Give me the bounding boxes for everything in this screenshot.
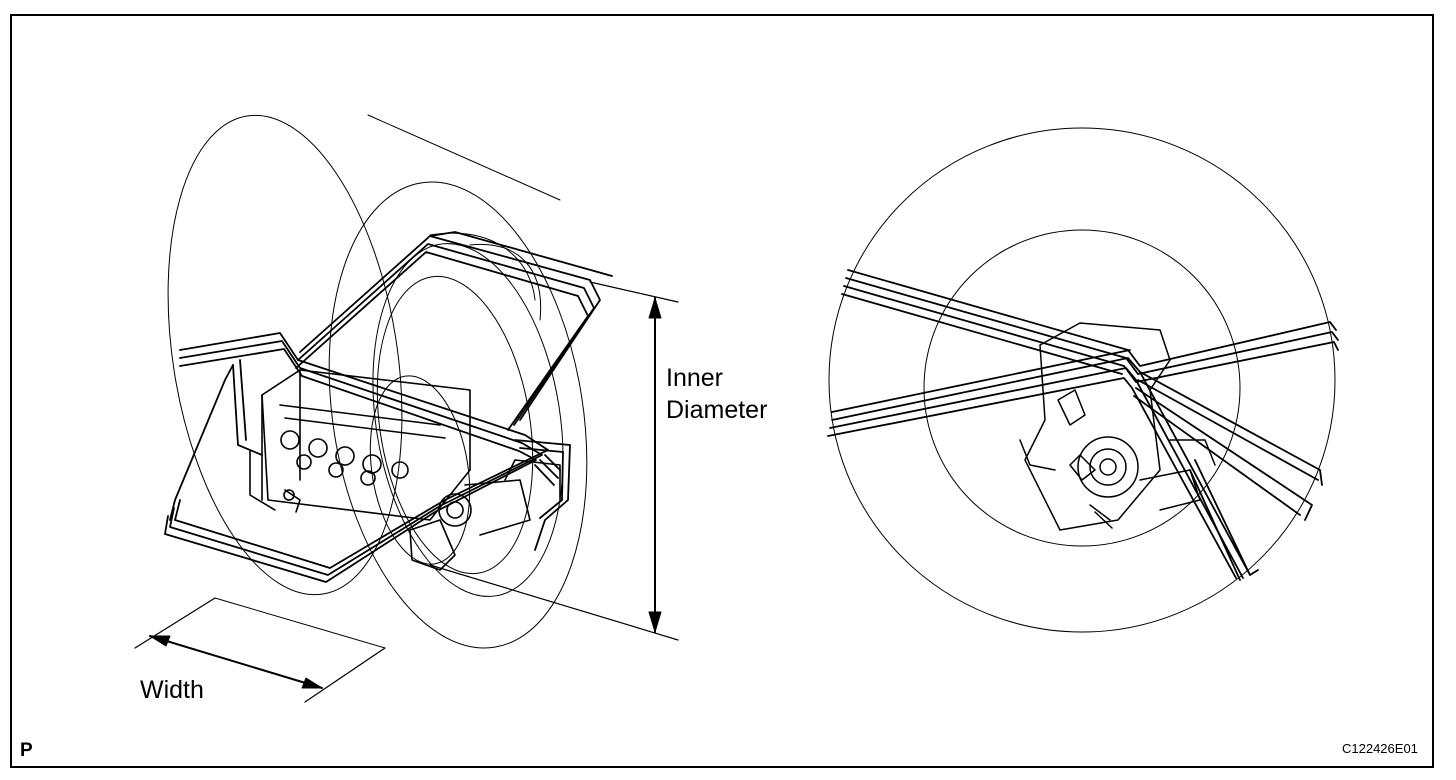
- left-tire-bead-ring: [376, 275, 534, 575]
- inner-diameter-arrow-top: [648, 297, 662, 319]
- view-marker: P: [20, 740, 33, 761]
- inner-diameter-arrow-bottom: [648, 611, 662, 633]
- inner-diameter-label-line2: Diameter: [666, 396, 768, 424]
- width-arrow-line: [149, 635, 323, 689]
- right-hub-assembly: [1019, 322, 1216, 531]
- inner-diameter-label: Inner Diameter: [666, 362, 767, 426]
- left-tire-back-sidewall: [167, 114, 403, 596]
- right-wire-gauge: [827, 269, 1339, 581]
- left-tire-view: [134, 114, 679, 703]
- left-tire-rim-ring: [369, 375, 471, 565]
- left-tire-front-sidewall: [328, 181, 588, 649]
- right-tire-inner: [923, 229, 1241, 547]
- width-arrow-left: [149, 635, 171, 647]
- inner-diameter-label-line1: Inner: [666, 364, 723, 392]
- width-arrow-right: [301, 677, 323, 689]
- figure-code: C122426E01: [1342, 741, 1418, 756]
- left-tire-arc-2: [429, 232, 536, 301]
- right-tire-outer: [828, 127, 1336, 633]
- inner-diameter-dimension: [429, 281, 679, 641]
- figure-frame: [10, 14, 1434, 768]
- width-dimension: [134, 597, 386, 703]
- left-tire-tread-bottom: [214, 597, 386, 649]
- left-tire-inner-ring: [372, 243, 564, 597]
- width-label: Width: [140, 676, 204, 704]
- left-tire-tread-top: [367, 114, 561, 201]
- left-wire-gauge: [164, 231, 613, 583]
- right-tire-view: [827, 127, 1339, 633]
